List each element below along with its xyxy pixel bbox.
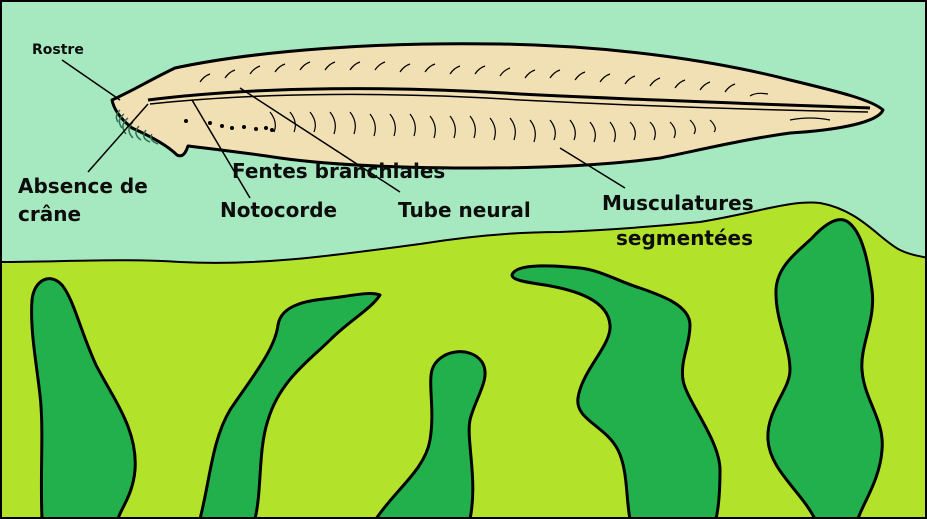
- label-fentes-branchiales: Fentes branchiales: [232, 160, 445, 183]
- label-musculatures-line2: segmentées: [616, 227, 753, 250]
- label-musculatures-line1: Musculatures: [602, 192, 754, 215]
- label-tube-neural: Tube neural: [398, 199, 531, 222]
- label-absence-crane-line1: Absence de: [18, 175, 148, 198]
- label-notocorde: Notocorde: [220, 199, 337, 222]
- label-absence-crane-line2: crâne: [18, 203, 81, 226]
- label-rostre: Rostre: [32, 42, 84, 58]
